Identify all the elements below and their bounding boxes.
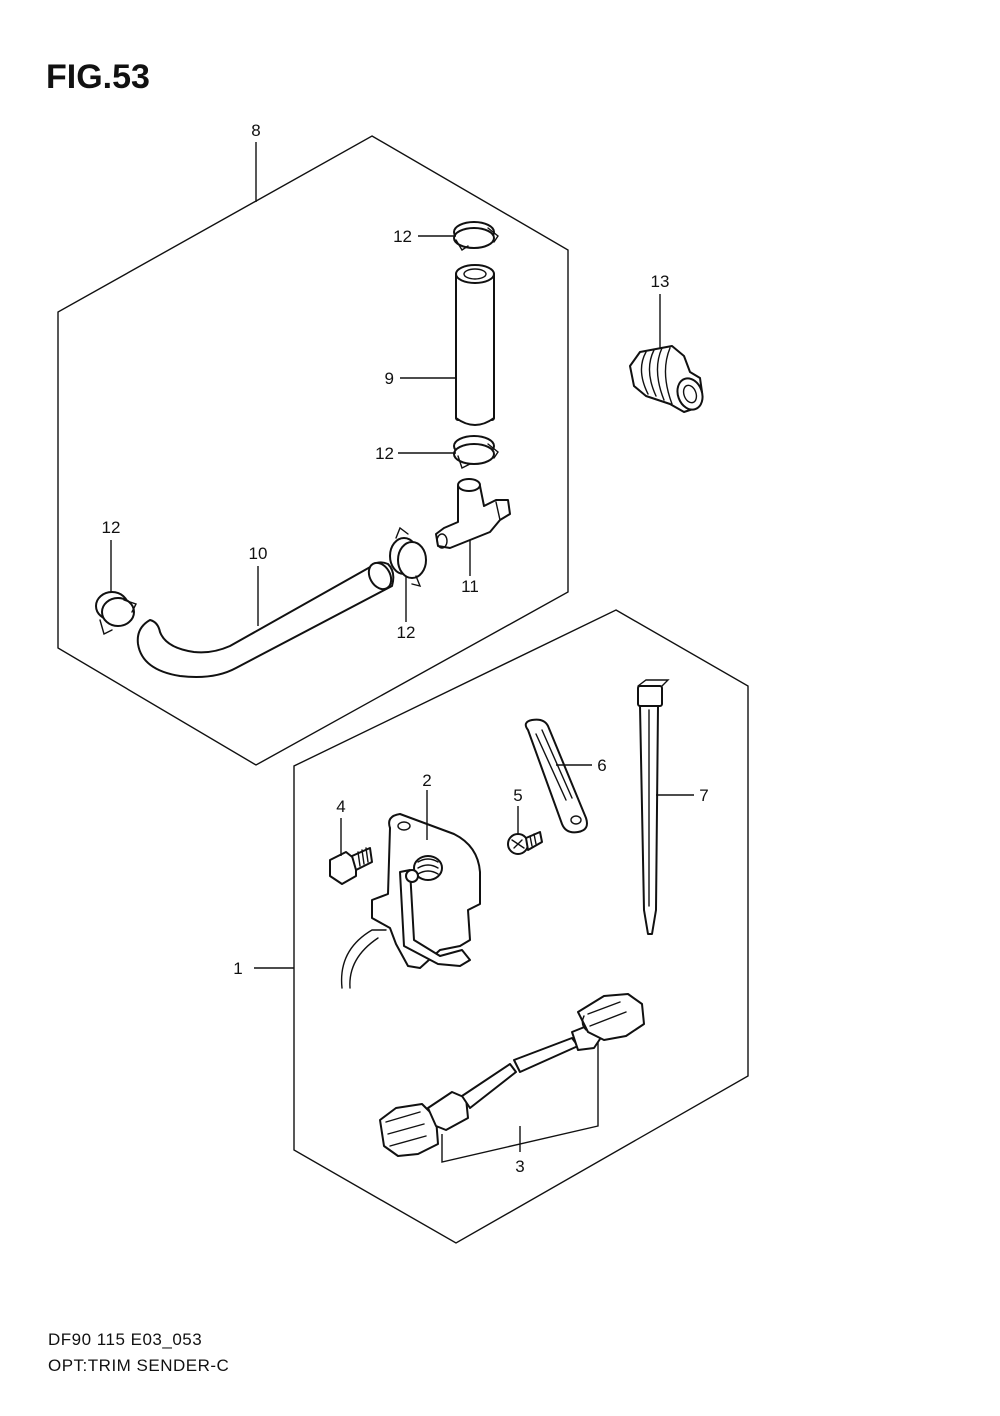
trim-sender-icon	[340, 813, 481, 989]
hose-clamp-icon	[95, 591, 137, 636]
hose-clamp-icon	[453, 221, 499, 251]
figure-title: FIG.53	[46, 58, 150, 96]
bolt-icon	[329, 847, 373, 885]
callout-12-mid: 12	[375, 444, 394, 463]
callout-1: 1	[233, 959, 242, 978]
callout-2: 2	[422, 771, 431, 790]
cable-tie-icon	[637, 679, 670, 935]
plug-icon	[629, 345, 704, 413]
straight-hose-icon	[455, 264, 495, 426]
callout-12-right: 12	[397, 623, 416, 642]
kit-box-lower	[293, 609, 749, 1244]
model-code: DF90 115 E03_053	[48, 1330, 203, 1349]
callout-8: 8	[251, 121, 260, 140]
callout-7: 7	[699, 786, 708, 805]
leader-3-bracket	[441, 1042, 599, 1163]
callout-11: 11	[461, 577, 479, 596]
strap-icon	[524, 718, 588, 834]
tee-joint-icon	[435, 478, 511, 549]
callout-13: 13	[651, 272, 670, 291]
hose-clamp-icon	[389, 526, 427, 588]
callout-12-top: 12	[393, 227, 412, 246]
callout-3: 3	[515, 1157, 524, 1176]
callout-10: 10	[249, 544, 268, 563]
callout-6: 6	[597, 756, 606, 775]
bent-hose-icon	[136, 561, 395, 678]
section-name: OPT:TRIM SENDER-C	[48, 1356, 230, 1375]
kit-box-upper	[57, 135, 569, 766]
hose-clamp-icon	[453, 435, 499, 469]
callout-5: 5	[513, 786, 522, 805]
callout-4: 4	[336, 797, 345, 816]
screw-icon	[507, 831, 543, 855]
callout-12-left: 12	[102, 518, 121, 537]
callout-9: 9	[385, 369, 394, 388]
wire-harness-icon	[379, 993, 645, 1157]
